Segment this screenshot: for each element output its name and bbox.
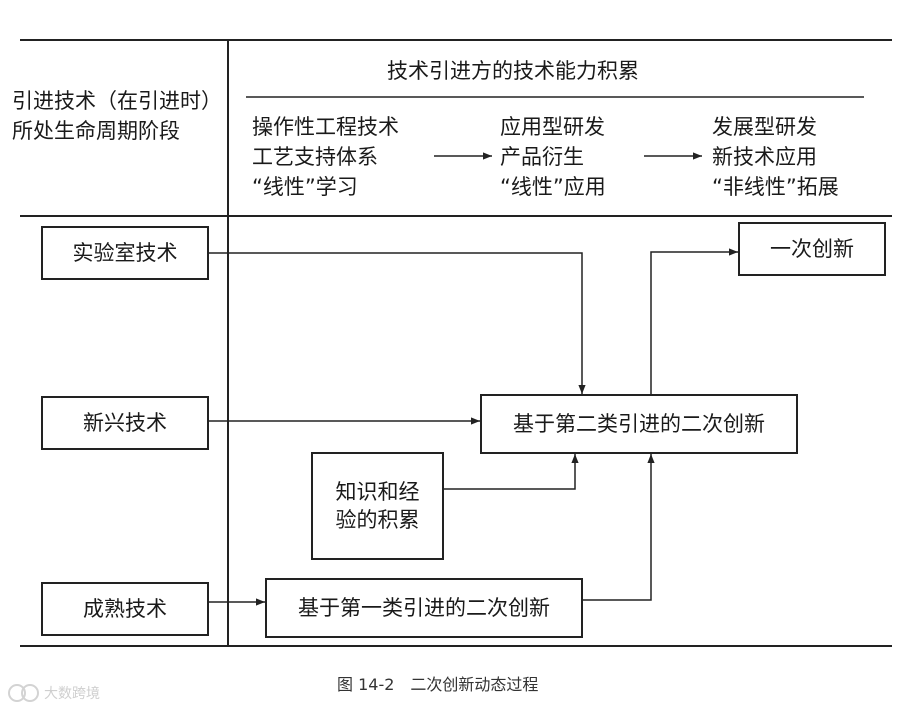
arrow-lab-to-second-innov bbox=[208, 252, 586, 394]
watermark: 大数跨境 bbox=[6, 682, 100, 704]
knowledge-label-line1: 知识和经 bbox=[335, 480, 420, 504]
knowledge-box: 知识和经 验的积累 bbox=[311, 452, 444, 560]
arrow-knowledge-to-second-innov bbox=[443, 454, 579, 490]
second-innovation-type2-box: 基于第二类引进的二次创新 bbox=[480, 394, 798, 454]
mature-tech-box: 成熟技术 bbox=[41, 582, 209, 636]
stage2-line1: 应用型研发 bbox=[500, 115, 605, 139]
lifecycle-label-line1: 引进技术（在引进时） bbox=[12, 89, 222, 113]
figure-caption: 图 14-2 二次创新动态过程 bbox=[337, 675, 539, 694]
watermark-logo-icon bbox=[8, 684, 39, 702]
capability-title: 技术引进方的技术能力积累 bbox=[387, 59, 639, 83]
lab-tech-label: 实验室技术 bbox=[72, 241, 178, 265]
knowledge-label-line2: 验的积累 bbox=[335, 508, 420, 532]
stage1-line1: 操作性工程技术 bbox=[252, 115, 399, 139]
arrow-second-innov-to-first-innov bbox=[650, 248, 738, 394]
first-innovation-box: 一次创新 bbox=[738, 222, 886, 276]
stage2-line2: 产品衍生 bbox=[500, 145, 584, 169]
lab-tech-box: 实验室技术 bbox=[41, 226, 209, 280]
stage1-line3: “线性”学习 bbox=[252, 175, 358, 199]
mature-tech-label: 成熟技术 bbox=[83, 597, 167, 621]
emerging-tech-box: 新兴技术 bbox=[41, 396, 209, 450]
arrow-type1-to-second-innov bbox=[582, 454, 655, 601]
lifecycle-label-line2: 所处生命周期阶段 bbox=[12, 119, 180, 143]
emerging-tech-label: 新兴技术 bbox=[83, 411, 167, 435]
second-innovation-type1-box: 基于第一类引进的二次创新 bbox=[265, 578, 583, 638]
stage2-line3: “线性”应用 bbox=[500, 175, 606, 199]
stage3-line3: “非线性”拓展 bbox=[712, 175, 839, 199]
watermark-text: 大数跨境 bbox=[44, 686, 100, 702]
second-innovation-type2-label: 基于第二类引进的二次创新 bbox=[513, 412, 765, 436]
first-innovation-label: 一次创新 bbox=[770, 237, 854, 261]
second-innovation-type1-label: 基于第一类引进的二次创新 bbox=[298, 596, 550, 620]
stage3-line1: 发展型研发 bbox=[712, 115, 817, 139]
stage1-line2: 工艺支持体系 bbox=[252, 145, 378, 169]
stage3-line2: 新技术应用 bbox=[712, 145, 817, 169]
